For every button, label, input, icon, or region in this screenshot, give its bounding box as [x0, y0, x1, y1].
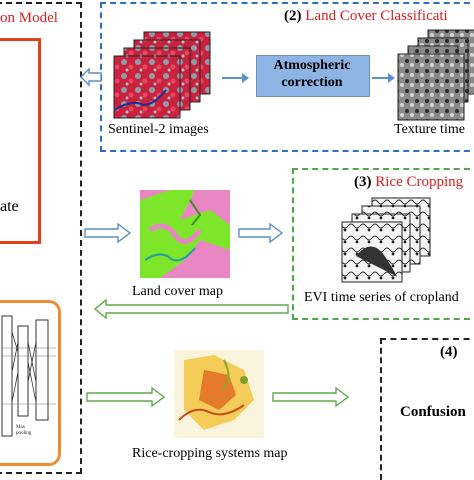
arrow-panel2-to-model	[80, 67, 102, 87]
model-panel-border	[0, 2, 82, 474]
arrow-panel3-to-model	[94, 298, 289, 320]
arrow-landcover-to-panel3	[84, 222, 132, 244]
cnn-architecture-sketch: Max pooling	[1, 315, 56, 437]
panel3-box	[292, 168, 474, 320]
arrow-to-correction	[222, 73, 249, 83]
panel4-body: Confusion	[400, 404, 466, 420]
evi-image-stack	[341, 197, 431, 283]
panel1-title: on Model	[0, 10, 58, 26]
panel1-body: ate	[0, 198, 19, 215]
panel3-title-text: Rice Cropping	[375, 174, 464, 190]
arrow-ricemap-to-panel4	[272, 386, 350, 408]
land-cover-label: Land cover map	[132, 284, 223, 299]
max-pooling-label-1: Max	[16, 425, 26, 430]
atmospheric-correction-box	[256, 55, 370, 97]
rice-cropping-map	[174, 350, 264, 438]
sentinel2-label: Sentinel-2 images	[108, 122, 209, 137]
panel3-title: (3) Rice Cropping	[354, 174, 463, 191]
sentinel2-image-stack	[113, 31, 211, 119]
arrow-landcover-right	[238, 222, 284, 244]
svg-text:pooling: pooling	[16, 431, 32, 436]
panel4-box	[380, 338, 474, 480]
rice-map-label: Rice-cropping systems map	[132, 446, 288, 461]
panel1-box	[0, 38, 41, 244]
correction-label-line1: Atmospheric	[273, 58, 351, 73]
panel2-title-text: Land Cover Classificati	[305, 8, 448, 24]
panel2-number: (2)	[284, 8, 302, 24]
panel4-number: (4)	[440, 344, 458, 360]
arrow-model-to-ricemap	[86, 386, 166, 408]
evi-label: EVI time series of cropland	[304, 290, 459, 305]
texture-image-stack	[397, 29, 474, 121]
texture-label: Texture time	[394, 122, 465, 137]
panel2-title: (2) Land Cover Classificati	[284, 8, 448, 25]
arrow-to-texture	[372, 73, 395, 83]
land-cover-map	[140, 190, 230, 278]
cnn-box	[0, 300, 61, 466]
correction-label-line2: correction	[281, 75, 343, 90]
panel3-number: (3)	[354, 174, 372, 190]
